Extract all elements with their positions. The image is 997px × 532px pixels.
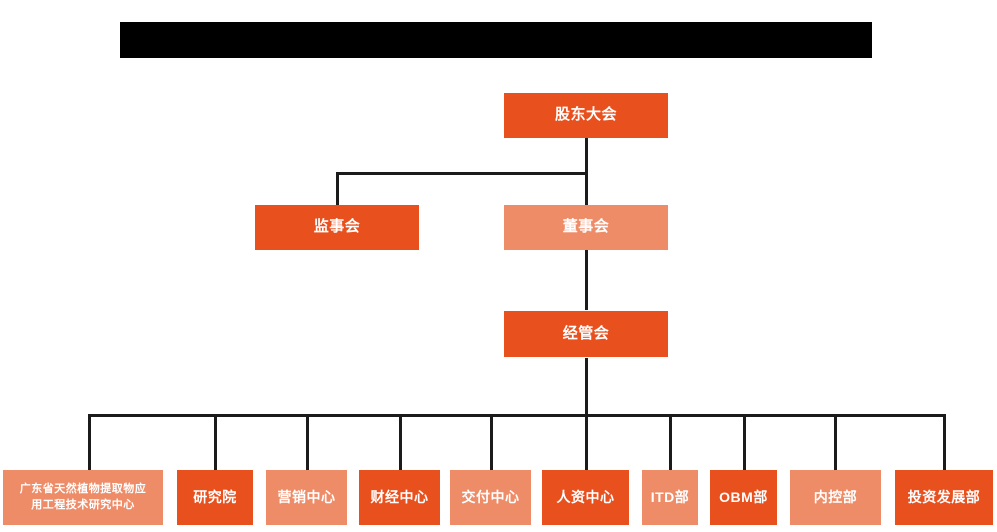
- connector-drop-9: [834, 414, 837, 470]
- connector-shareholders-stem: [585, 138, 588, 173]
- node-label: 投资发展部: [907, 488, 981, 505]
- node-shareholders-meeting[interactable]: 股东大会: [504, 93, 668, 138]
- node-itd-department[interactable]: ITD部: [642, 470, 698, 525]
- connector-drop-supervisors: [336, 172, 339, 205]
- node-board-of-directors[interactable]: 董事会: [504, 205, 668, 250]
- connector-level4-bus: [88, 414, 946, 417]
- connector-drop-7: [669, 414, 672, 470]
- node-label: 交付中心: [461, 488, 520, 505]
- node-gd-natural-plant-extract-research-center[interactable]: 广东省天然植物提取物应 用工程技术研究中心: [3, 470, 163, 525]
- node-label: OBM部: [719, 488, 768, 505]
- connector-drop-8: [743, 414, 746, 470]
- connector-drop-5: [490, 414, 493, 470]
- node-label: 广东省天然植物提取物应 用工程技术研究中心: [19, 482, 147, 511]
- node-label: 股东大会: [554, 106, 617, 124]
- connector-drop-3: [306, 414, 309, 470]
- node-label: 监事会: [313, 218, 361, 236]
- connector-directors-to-management: [585, 243, 588, 310]
- connector-drop-10: [943, 414, 946, 470]
- node-obm-department[interactable]: OBM部: [710, 470, 777, 525]
- node-board-of-supervisors[interactable]: 监事会: [255, 205, 419, 250]
- node-management-committee[interactable]: 经管会: [504, 311, 668, 357]
- node-label: 人资中心: [556, 488, 615, 505]
- node-label: 经管会: [562, 324, 610, 342]
- connector-drop-1: [88, 414, 91, 470]
- node-delivery-center[interactable]: 交付中心: [450, 470, 531, 525]
- node-label: 董事会: [562, 218, 610, 236]
- connector-drop-directors: [585, 172, 588, 205]
- node-finance-center[interactable]: 财经中心: [359, 470, 440, 525]
- node-hr-center[interactable]: 人资中心: [542, 470, 629, 525]
- connector-level1-level2-bus: [336, 172, 588, 175]
- node-label: 财经中心: [370, 488, 429, 505]
- node-label: 内控部: [813, 488, 858, 505]
- node-research-institute[interactable]: 研究院: [177, 470, 253, 525]
- node-internal-control-department[interactable]: 内控部: [790, 470, 881, 525]
- node-label: 研究院: [193, 488, 237, 505]
- node-marketing-center[interactable]: 营销中心: [266, 470, 347, 525]
- connector-drop-4: [399, 414, 402, 470]
- node-label: 营销中心: [277, 488, 336, 505]
- node-label: ITD部: [650, 488, 690, 505]
- redacted-title-bar: [120, 22, 872, 58]
- node-investment-development-department[interactable]: 投资发展部: [895, 470, 993, 525]
- connector-drop-2: [214, 414, 217, 470]
- connector-management-stem: [585, 358, 588, 415]
- connector-drop-6: [585, 414, 588, 470]
